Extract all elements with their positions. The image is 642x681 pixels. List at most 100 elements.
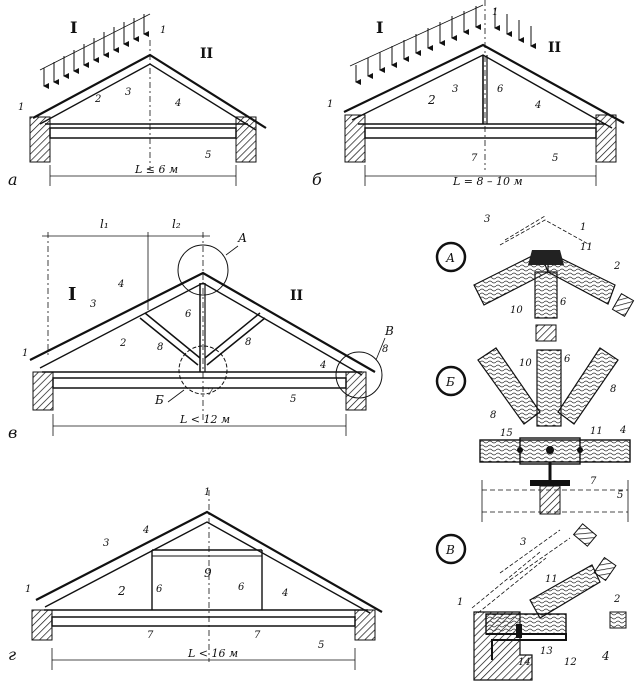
part-label: 3 — [125, 87, 131, 98]
part-label: 5 — [318, 640, 324, 651]
callout-label-v: В — [384, 324, 394, 338]
part-label: 4 — [281, 588, 288, 599]
part-label: 1 — [204, 487, 210, 498]
part-label: 3 — [484, 214, 490, 225]
wall-left — [31, 609, 53, 641]
part-label: 1 — [25, 584, 31, 595]
detail-b: Б 10 6 8 8 11 15 4 7 5 — [435, 347, 631, 522]
dim-label-l2: l₂ — [172, 217, 181, 231]
part-label: 6 — [497, 84, 504, 95]
part-label: 5 — [290, 394, 296, 405]
panel-letter: г — [8, 645, 16, 664]
part-label: 2 — [94, 94, 101, 105]
part-label: 11 — [545, 574, 558, 585]
strut-left — [139, 312, 201, 366]
wall-left — [32, 371, 54, 411]
king-post-section — [534, 271, 558, 319]
part-label: 4 — [142, 525, 149, 536]
part-label: 5 — [205, 150, 211, 161]
panel-g: L < 16 м г 1 1 2 3 4 4 5 6 6 7 7 9 — [8, 487, 383, 670]
part-label: 7 — [590, 476, 597, 487]
part-label: 8 — [610, 384, 616, 395]
load-label-left: I — [70, 18, 77, 37]
king-post-section — [536, 349, 562, 427]
detail-letter: Б — [445, 375, 455, 389]
callout-circle-a — [177, 244, 229, 296]
part-label: 6 — [156, 584, 163, 595]
span-label: L < 12 м — [179, 413, 230, 426]
dim-label-l1: l₁ — [100, 217, 109, 231]
detail-a: А 3 1 2 6 10 11 — [435, 214, 635, 342]
load-label-right: II — [200, 46, 213, 62]
strut-right-section — [557, 347, 619, 425]
part-label: 8 — [382, 344, 388, 355]
part-label: 2 — [119, 338, 126, 349]
rafter-right-section — [547, 251, 616, 305]
part-label: 1 — [22, 348, 28, 359]
part-label: 1 — [18, 102, 24, 113]
load-label-left: I — [376, 18, 383, 37]
span-label: L = 8 – 10 м — [452, 175, 523, 188]
rafter-outer — [343, 43, 625, 124]
part-label: 2 — [613, 261, 620, 272]
part-label: 3 — [103, 538, 109, 549]
part-label: 13 — [540, 646, 553, 657]
part-label: 8 — [245, 337, 251, 348]
load-arrows-left — [355, 6, 481, 85]
part-label: 1 — [160, 25, 166, 36]
part-label: 10 — [519, 358, 532, 369]
load-label-right: II — [290, 288, 303, 304]
detail-v: В 3 1 2 4 11 12 13 14 — [435, 523, 627, 681]
part-label: 4 — [601, 649, 610, 663]
rafter-inner — [39, 282, 363, 376]
floor-beam — [52, 377, 347, 389]
detail-badge — [435, 533, 467, 565]
part-label: 2 — [613, 594, 620, 605]
wall-right — [354, 609, 376, 641]
part-label: 6 — [185, 309, 192, 320]
part-label: 2 — [427, 93, 436, 107]
part-label: 4 — [174, 98, 181, 109]
tie-beam-section — [479, 439, 631, 463]
part-label: 8 — [157, 342, 163, 353]
rafter-cross-section — [611, 293, 635, 317]
tie-beam-end — [485, 613, 567, 635]
part-label: 8 — [490, 410, 496, 421]
span-label: L < 16 м — [187, 647, 238, 660]
rafter-section — [529, 564, 601, 619]
part-label: 4 — [319, 360, 326, 371]
part-label: 3 — [90, 299, 96, 310]
part-label: 12 — [564, 657, 577, 668]
rafter-outer — [35, 510, 383, 613]
part-label: 4 — [534, 100, 541, 111]
load-arrows-right — [494, 8, 536, 49]
part-label: 7 — [207, 387, 214, 398]
wall-left — [29, 116, 51, 163]
wall-right — [345, 371, 367, 411]
load-label-right: II — [548, 40, 561, 56]
part-label: 14 — [518, 657, 531, 668]
part-label: 1 — [580, 222, 586, 233]
part-label: 6 — [560, 297, 567, 308]
wall-left — [344, 114, 366, 163]
part-label: 9 — [204, 566, 212, 580]
span-label: L ≤ 6 м — [134, 163, 178, 176]
part-label: 11 — [590, 426, 603, 437]
part-label: 2 — [117, 584, 126, 598]
wall-right — [595, 114, 617, 163]
part-label: 1 — [327, 99, 333, 110]
panel-v: l₁ l₂ А Б В L < 12 м в I II 1 2 3 4 4 5 … — [8, 217, 394, 442]
floor-beam — [49, 127, 237, 139]
strut-left-section — [477, 347, 541, 425]
callout-label-b: Б — [154, 393, 164, 407]
panel-letter: а — [8, 170, 18, 189]
rafter-outer — [32, 53, 267, 129]
strut-right — [204, 312, 266, 366]
part-label: 4 — [619, 425, 626, 436]
part-label: 3 — [520, 537, 526, 548]
part-label: 6 — [564, 354, 571, 365]
part-label: 1 — [492, 7, 498, 18]
callout-label-a: А — [237, 231, 247, 245]
panel-letter: в — [8, 423, 17, 442]
part-label: 5 — [552, 153, 558, 164]
